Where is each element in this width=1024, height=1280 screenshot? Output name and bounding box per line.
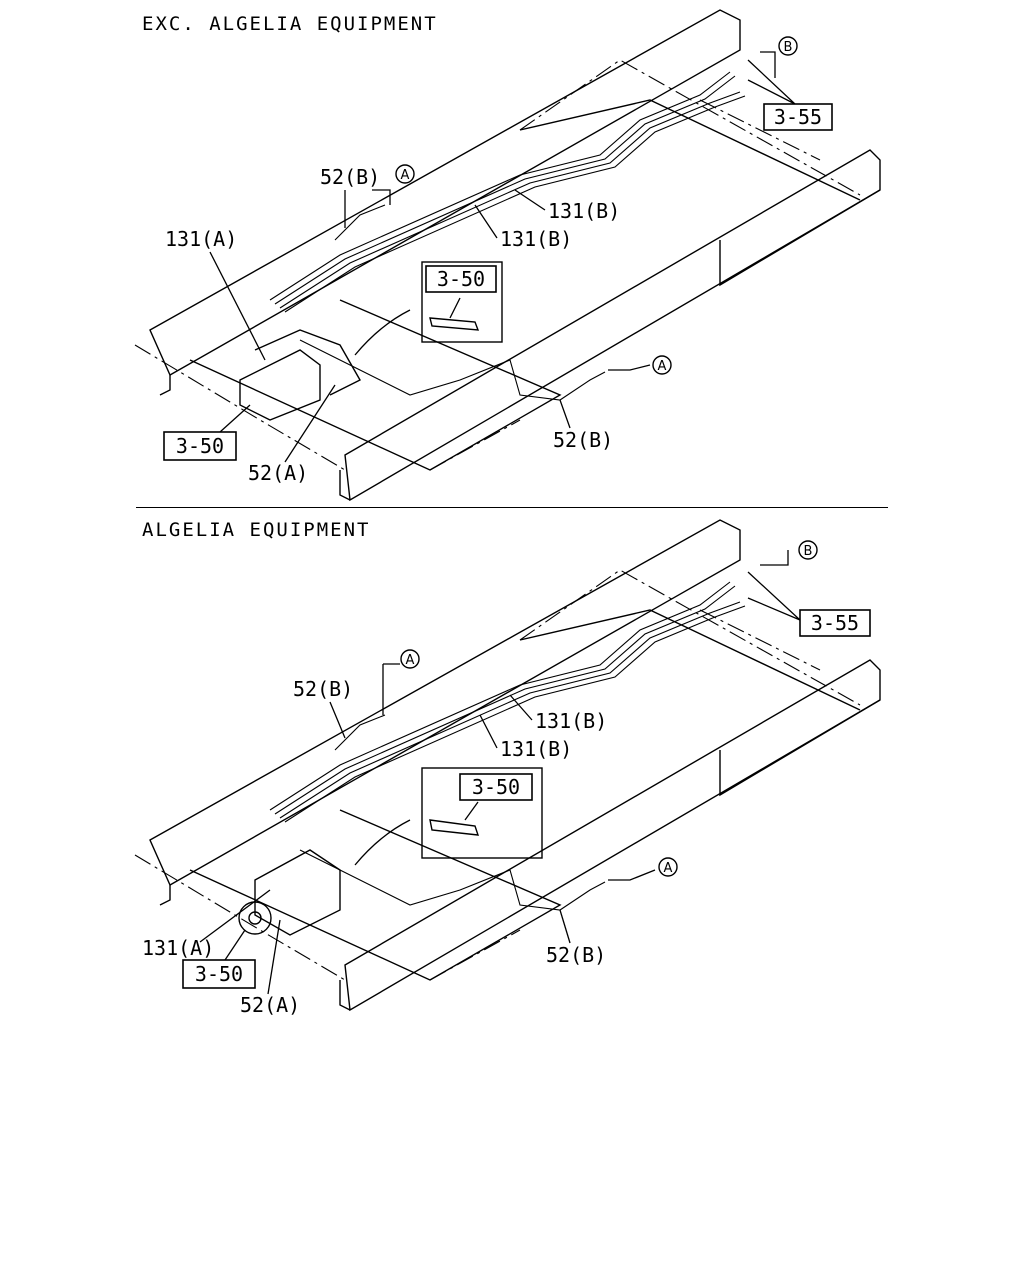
diagram-exc-algelia: 3-50 3-55 B 52(B) A 131(B) 131(B) 131(A)… [134, 9, 881, 502]
part-label-52a: 52(A) [248, 461, 308, 485]
part-label-52b-upper-bottom: 52(B) [293, 677, 353, 701]
chassis-frame-drawing-bottom [134, 519, 881, 1012]
svg-text:A: A [658, 359, 667, 374]
ref-box-3-50-inset-bottom[interactable] [459, 773, 533, 801]
ref-box-3-55[interactable]: 3-55 [763, 103, 833, 131]
part-label-52b-upper: 52(B) [320, 165, 380, 189]
part-label-131a: 131(A) [165, 227, 237, 251]
ref-label-3-50-inset-bottom: 3-50 [472, 775, 520, 799]
callout-a-circle-right-bottom: A [658, 857, 678, 877]
svg-text:B: B [784, 40, 793, 55]
part-label-52b-lower: 52(B) [553, 428, 613, 452]
part-label-52b-lower-bottom: 52(B) [546, 943, 606, 967]
ref-label-3-50-bottom: 3-50 [195, 962, 243, 986]
ref-box-3-50-inset[interactable] [425, 265, 497, 293]
part-label-131b-2-bottom: 131(B) [500, 737, 572, 761]
part-label-131b-1: 131(B) [548, 199, 620, 223]
part-label-131b-2: 131(B) [500, 227, 572, 251]
section-title-algelia: ALGELIA EQUIPMENT [142, 519, 371, 541]
callout-a-circle-upper: A [395, 164, 415, 184]
ref-label-3-50: 3-50 [176, 434, 224, 458]
diagram-algelia: 3-50 3-55 B 52(B) A 131(B) 131(B) A 52(B… [134, 519, 881, 1015]
callout-b-circle-bottom: B [798, 540, 818, 560]
part-label-131b-1-bottom: 131(B) [535, 709, 607, 733]
ref-box-3-50-bottom[interactable]: 3-50 [182, 959, 256, 989]
callout-b-circle: B [778, 36, 798, 56]
part-label-52a-bottom: 52(A) [240, 993, 300, 1015]
ref-label-3-55: 3-55 [774, 105, 822, 129]
callout-a-circle-upper-bottom: A [400, 649, 420, 669]
section-title-exc-algelia: EXC. ALGELIA EQUIPMENT [142, 13, 438, 35]
ref-box-3-50[interactable]: 3-50 [163, 431, 237, 461]
svg-text:A: A [664, 861, 673, 876]
section-divider [136, 507, 888, 508]
svg-text:A: A [406, 653, 415, 668]
svg-text:B: B [804, 544, 813, 559]
ref-label-3-50-inset: 3-50 [437, 267, 485, 291]
ref-label-3-55-bottom: 3-55 [811, 611, 859, 635]
chassis-frame-drawing [134, 9, 881, 502]
callout-a-circle-right: A [652, 355, 672, 375]
inset-detail-3-50: 3-50 [421, 261, 503, 343]
inset-detail-3-50-bottom: 3-50 [421, 767, 543, 859]
svg-text:A: A [401, 168, 410, 183]
ref-box-3-55-bottom[interactable]: 3-55 [799, 609, 871, 637]
